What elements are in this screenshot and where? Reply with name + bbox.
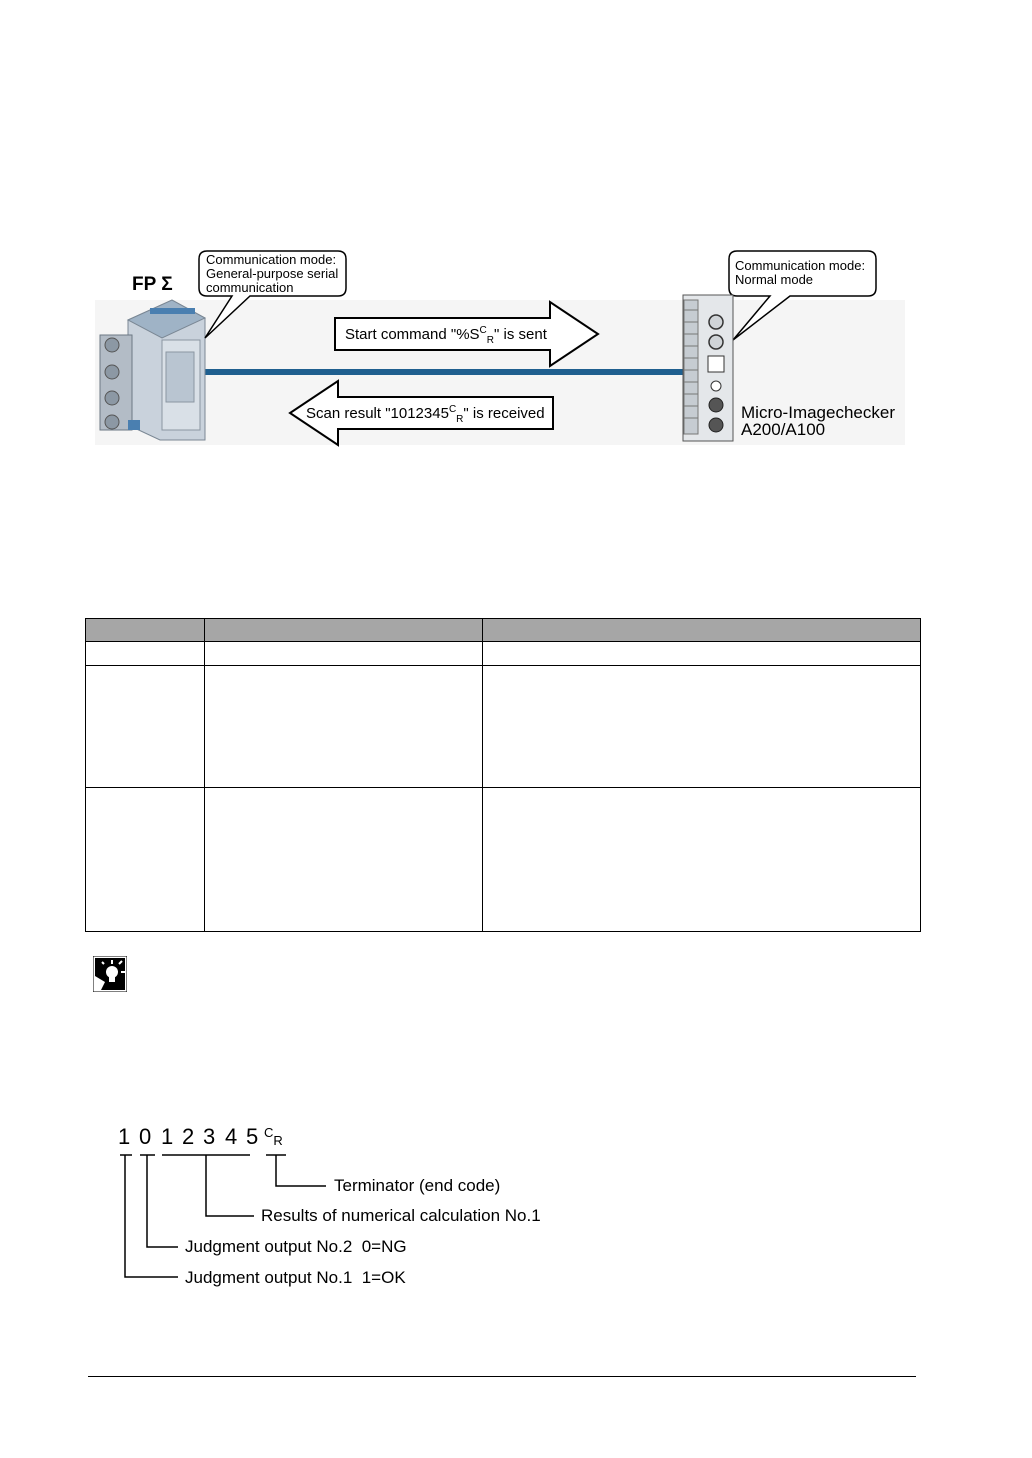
receive-arrow-suffix: " is received	[463, 405, 545, 422]
lightbulb-icon	[93, 956, 127, 992]
table-header-cell	[85, 618, 205, 642]
table-cell	[85, 665, 205, 788]
result-digit: 5	[246, 1124, 259, 1149]
receive-arrow-prefix: Scan result "1012345	[306, 405, 449, 422]
table-cell	[85, 641, 205, 666]
send-arrow-label: Start command "%SCR" is sent	[345, 325, 547, 346]
settings-table	[85, 618, 921, 932]
receive-arrow-sup: C	[448, 404, 457, 415]
table-row	[85, 641, 921, 666]
receive-arrow-label: Scan result "1012345CR" is received	[306, 404, 545, 425]
device-callout-bubble	[728, 250, 877, 341]
result-digit: 2	[182, 1124, 195, 1149]
table-header-cell	[203, 618, 483, 642]
calculation-result-label: Results of numerical calculation No.1	[261, 1206, 541, 1225]
judgment-output-1-label: Judgment output No.1 1=OK	[185, 1268, 406, 1287]
plc-label: FP Σ	[132, 274, 173, 295]
diagram-graphics	[95, 250, 905, 447]
result-digit: 1	[161, 1124, 174, 1149]
device-name-line: A200/A100	[741, 420, 826, 439]
table-cell	[481, 641, 921, 666]
plc-callout-line: Communication mode:	[206, 252, 337, 267]
table-cell	[85, 787, 205, 932]
table-cell	[203, 641, 483, 666]
micro-imagechecker-device	[682, 294, 734, 442]
send-arrow-prefix: Start command "%S	[345, 326, 480, 343]
device-name: Micro-Imagechecker A200/A100	[741, 404, 895, 438]
send-arrow	[334, 300, 600, 368]
device-callout-line: Communication mode:	[735, 258, 866, 273]
send-arrow-sub: R	[486, 335, 495, 346]
fp-sigma-plc	[99, 299, 207, 441]
table-header-row	[85, 618, 921, 642]
device-name-line: Micro-Imagechecker	[741, 403, 895, 422]
terminator-sub: R	[273, 1133, 283, 1148]
table-cell	[481, 787, 921, 932]
result-terminator: CR	[264, 1125, 283, 1148]
result-digit: 0	[139, 1124, 152, 1149]
footer-rule	[88, 1376, 916, 1377]
terminator-label: Terminator (end code)	[334, 1176, 501, 1195]
result-digit: 1	[118, 1124, 131, 1149]
plc-callout-line: communication	[206, 280, 294, 295]
device-callout-line: Normal mode	[735, 272, 814, 287]
table-row	[85, 787, 921, 932]
device-callout-text: Communication mode: Normal mode	[735, 259, 865, 287]
result-digit: 3	[203, 1124, 216, 1149]
send-arrow-suffix: " is sent	[494, 326, 547, 343]
table-cell	[203, 665, 483, 788]
table-header-cell	[481, 618, 921, 642]
receive-arrow-sub: R	[456, 414, 464, 425]
result-bracket-lines	[120, 1154, 326, 1278]
table-row	[85, 665, 921, 788]
plc-callout-bubble	[198, 250, 347, 339]
plc-callout-line: General-purpose serial	[206, 266, 339, 281]
terminator-sup: C	[264, 1125, 274, 1140]
table-cell	[481, 665, 921, 788]
receive-arrow	[288, 379, 554, 447]
plc-callout-text: Communication mode: General-purpose seri…	[206, 253, 338, 295]
send-arrow-sup: C	[479, 325, 487, 336]
table-cell	[203, 787, 483, 932]
result-digit: 4	[225, 1124, 238, 1149]
serial-cable	[195, 369, 685, 375]
judgment-output-2-label: Judgment output No.2 0=NG	[185, 1237, 407, 1256]
